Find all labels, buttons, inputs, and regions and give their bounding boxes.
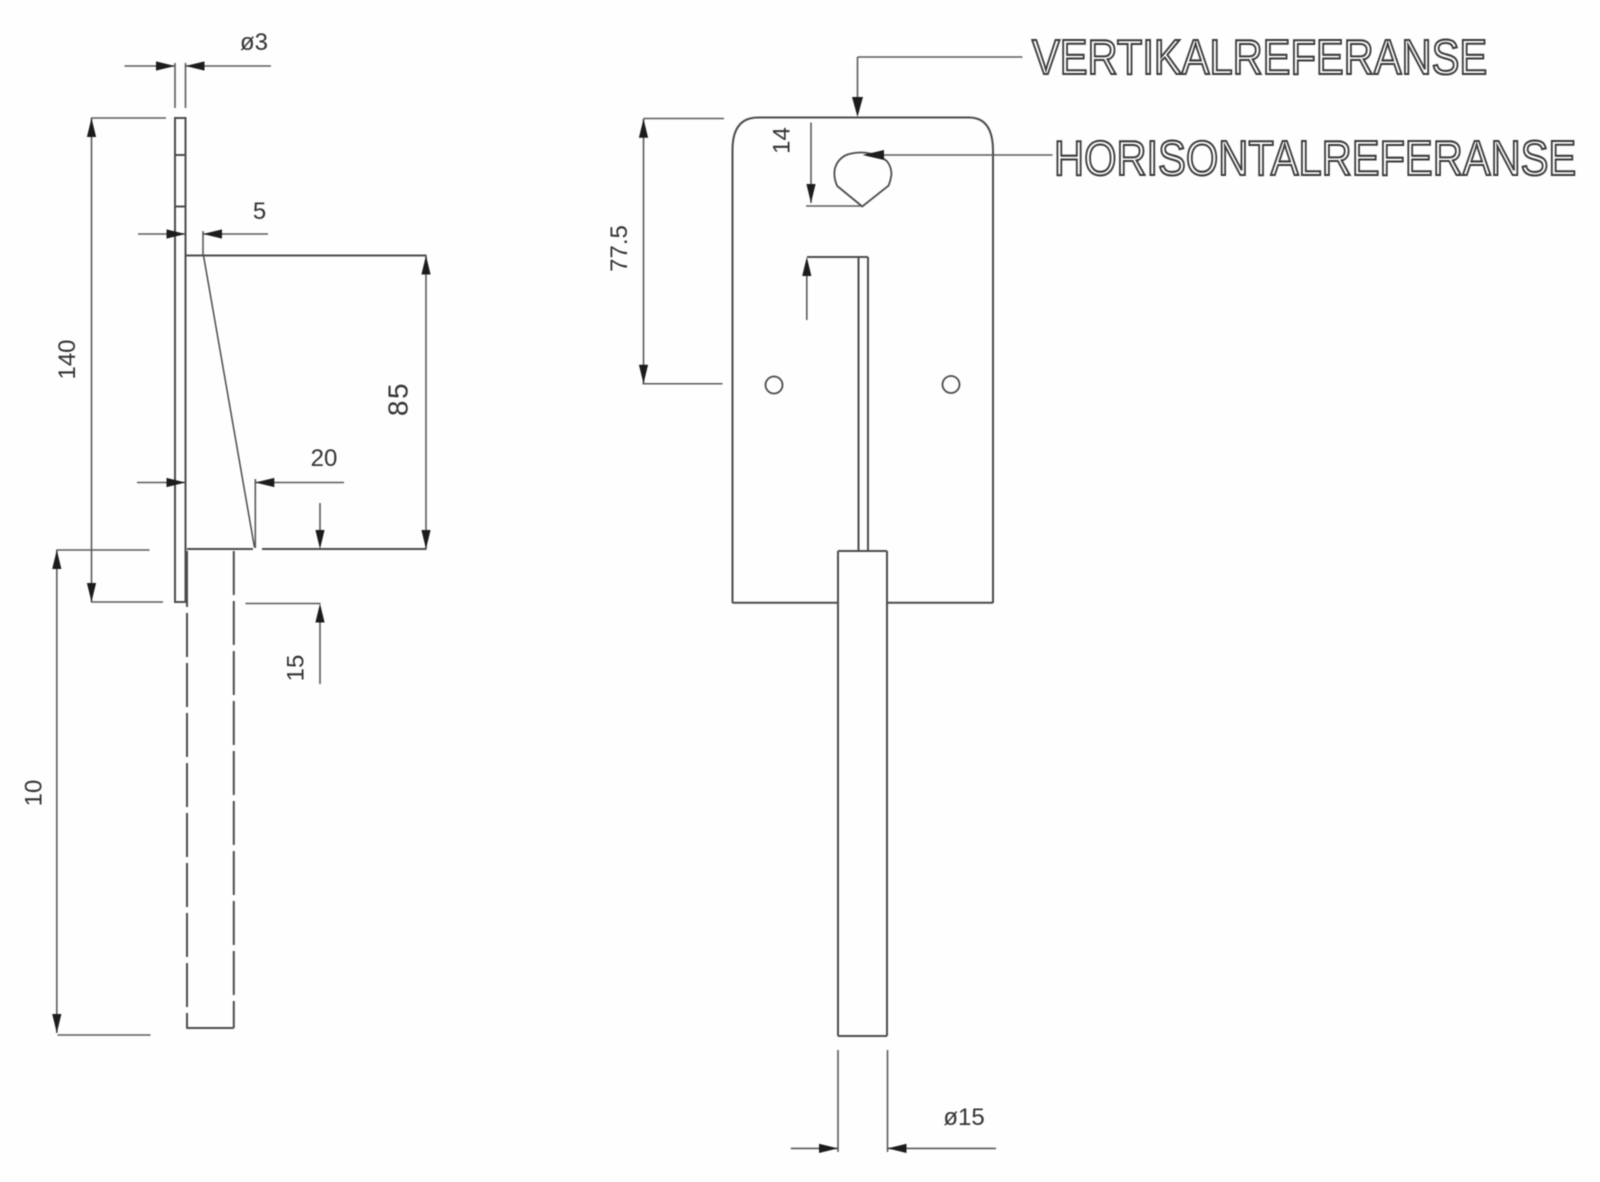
svg-text:HORISONTALREFERANSE: HORISONTALREFERANSE <box>1054 131 1576 186</box>
svg-text:140: 140 <box>54 339 81 379</box>
svg-text:77.5: 77.5 <box>606 225 633 272</box>
svg-text:ø15: ø15 <box>943 1104 984 1131</box>
svg-text:5: 5 <box>253 198 266 225</box>
svg-text:VERTIKALREFERANSE: VERTIKALREFERANSE <box>1032 30 1487 85</box>
svg-text:14: 14 <box>768 127 795 154</box>
svg-text:85: 85 <box>382 382 413 416</box>
svg-text:10: 10 <box>20 780 47 807</box>
svg-text:20: 20 <box>311 445 338 472</box>
svg-text:15: 15 <box>282 655 309 682</box>
svg-text:ø3: ø3 <box>240 29 268 56</box>
